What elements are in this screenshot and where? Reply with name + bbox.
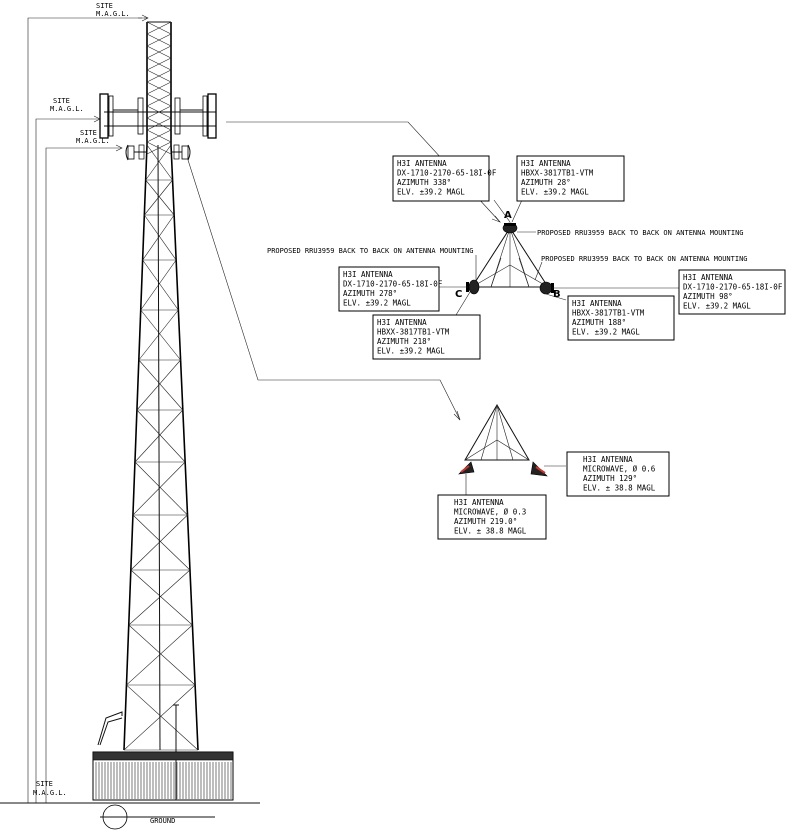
antenna-info-line: HBXX-3817TB1-VTM (521, 169, 594, 178)
microwave-dish-se-icon (530, 461, 548, 477)
antenna-info-line: ELV. ±39.2 MAGL (521, 188, 589, 197)
antenna-panel-right-icon (207, 93, 217, 139)
antenna-info-line: H3I ANTENNA (397, 159, 447, 168)
antenna-info-line: ELV. ±39.2 MAGL (572, 328, 640, 337)
site-label-mid-line1: SITE (53, 97, 70, 105)
antenna-info-line: MICROWAVE, Ø 0.6 (583, 465, 656, 474)
antenna-info-line: ELV. ±39.2 MAGL (343, 299, 411, 308)
site-label-top: SITE M.A.G.L. (96, 2, 130, 18)
antenna-info-line: H3I ANTENNA (454, 498, 504, 507)
antenna-info-boxes: H3I ANTENNADX-1710-2170-65-18I-0FAZIMUTH… (338, 155, 786, 540)
antenna-info-line: H3I ANTENNA (572, 299, 622, 308)
antenna-info-line: AZIMUTH 338° (397, 178, 451, 187)
tower-foundation (92, 751, 234, 801)
antenna-info-box-frame (338, 266, 440, 312)
site-label-ground-line1: SITE (36, 780, 53, 788)
leader-to-microwave-plan (187, 159, 461, 421)
antenna-info-line: H3I ANTENNA (521, 159, 571, 168)
rru-note-sector-b: PROPOSED RRU3959 BACK TO BACK ON ANTENNA… (541, 255, 748, 263)
level-line-antenna-lower (45, 147, 122, 803)
antenna-info-box: H3I ANTENNADX-1710-2170-65-18I-0FAZIMUTH… (392, 155, 497, 202)
ground-label: GROUND (150, 817, 175, 825)
antenna-info-line: AZIMUTH 28° (521, 178, 571, 187)
antenna-info-line: AZIMUTH 278° (343, 289, 397, 298)
level-line-top (27, 17, 148, 803)
antenna-info-line: ELV. ± 38.8 MAGL (454, 527, 527, 536)
microwave-dish-right-icon (171, 144, 191, 161)
antenna-info-line: ELV. ±39.2 MAGL (683, 302, 751, 311)
sector-letter-b: B (553, 289, 561, 300)
antenna-info-line: AZIMUTH 98° (683, 292, 733, 301)
antenna-info-line: HBXX-3817TB1-VTM (377, 328, 450, 337)
microwave-dish-left-icon (125, 144, 147, 161)
site-label-mid: SITE M.A.G.L. (50, 97, 84, 113)
antenna-info-line: HBXX-3817TB1-VTM (572, 309, 645, 318)
antenna-info-box-frame (678, 269, 786, 315)
antenna-info-line: DX-1710-2170-65-18I-0F (397, 169, 497, 178)
level-line-antenna-upper (35, 118, 100, 803)
ground-marker: GROUND (100, 804, 215, 830)
antenna-info-line: H3I ANTENNA (683, 273, 733, 282)
lattice-tower (97, 21, 217, 760)
antenna-info-line: ELV. ±39.2 MAGL (377, 347, 445, 356)
antenna-info-box-frame (437, 494, 547, 540)
antenna-info-line: DX-1710-2170-65-18I-0F (683, 283, 783, 292)
sector-letter-a: A (504, 210, 512, 221)
microwave-plan (458, 404, 566, 495)
site-label-ground: SITE M.A.G.L. (33, 780, 67, 797)
site-label-low: SITE M.A.G.L. (76, 129, 110, 145)
site-label-low-line1: SITE (80, 129, 97, 137)
site-label-low-line2: M.A.G.L. (76, 137, 110, 145)
antenna-info-box-frame (566, 451, 670, 497)
antenna-info-box-frame (372, 314, 481, 360)
antenna-info-line: ELV. ±39.2 MAGL (397, 188, 465, 197)
sector-plan: A B C (432, 199, 680, 316)
antenna-info-line: AZIMUTH 188° (572, 318, 626, 327)
antenna-panel-center-right-icon (174, 97, 181, 135)
antenna-panel-center-left-icon (137, 97, 144, 135)
antenna-info-box: H3I ANTENNADX-1710-2170-65-18I-0FAZIMUTH… (338, 266, 443, 312)
site-label-ground-line2: M.A.G.L. (33, 789, 67, 797)
antenna-info-line: MICROWAVE, Ø 0.3 (454, 508, 526, 517)
antenna-info-line: AZIMUTH 219.0° (454, 517, 517, 526)
antenna-info-box-frame (392, 155, 490, 202)
sector-letter-c: C (455, 289, 462, 300)
antenna-info-line: DX-1710-2170-65-18I-0F (343, 280, 443, 289)
antenna-panel-left-icon (99, 93, 109, 139)
site-label-top-line1: SITE (96, 2, 113, 10)
antenna-info-line: H3I ANTENNA (583, 455, 633, 464)
sector-b-antenna-icon (539, 281, 554, 295)
antenna-info-line: ELV. ± 38.8 MAGL (583, 484, 656, 493)
site-label-mid-line2: M.A.G.L. (50, 105, 84, 113)
rru-note-sector-c: PROPOSED RRU3959 BACK TO BACK ON ANTENNA… (267, 247, 474, 255)
antenna-info-box: H3I ANTENNADX-1710-2170-65-18I-0FAZIMUTH… (678, 269, 786, 315)
antenna-info-box-frame (567, 295, 675, 341)
site-label-top-line2: M.A.G.L. (96, 10, 130, 18)
antenna-info-line: H3I ANTENNA (343, 270, 393, 279)
sector-a-antenna-icon (502, 222, 518, 234)
rru-note-sector-a: PROPOSED RRU3959 BACK TO BACK ON ANTENNA… (537, 229, 744, 237)
antenna-info-line: AZIMUTH 129° (583, 474, 637, 483)
antenna-info-box-frame (516, 155, 625, 202)
antenna-info-line: AZIMUTH 218° (377, 337, 431, 346)
antenna-info-line: H3I ANTENNA (377, 318, 427, 327)
microwave-dish-sw-icon (458, 461, 475, 475)
